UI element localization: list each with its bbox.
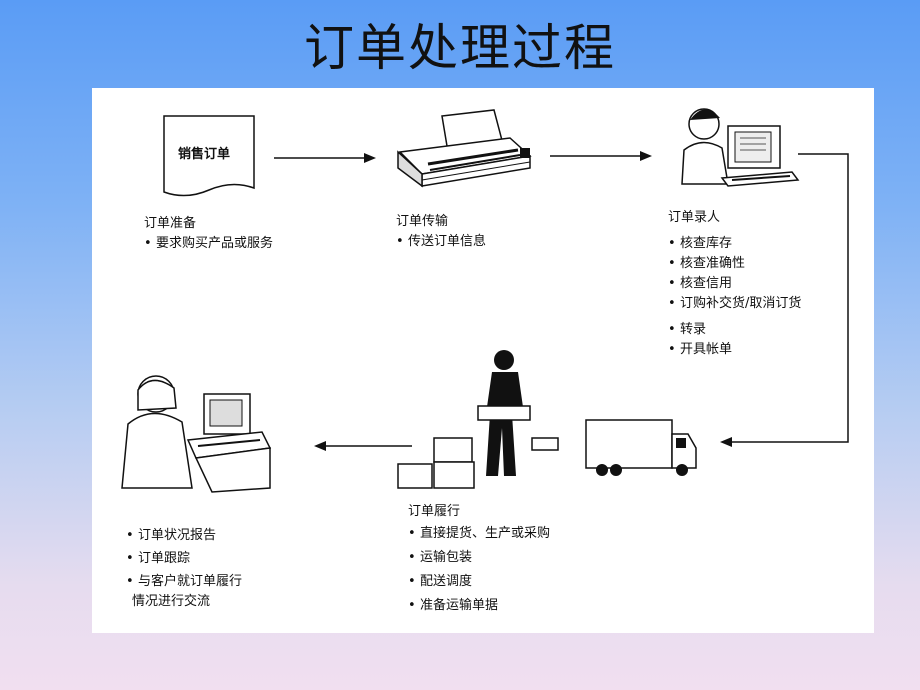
customer-service-agent-icon: [121, 375, 272, 493]
stage-item: 订单跟踪: [126, 549, 242, 569]
stage-item: 配送调度: [408, 572, 550, 592]
stage-order-reporting: 订单状况报告 订单跟踪 与客户就订单履行 情况进行交流: [126, 526, 242, 612]
stage-heading: 订单传输: [396, 214, 449, 229]
stage-heading: 订单录人: [668, 210, 721, 225]
stage-heading: 订单履行: [408, 504, 461, 519]
stage-item: 订单状况报告: [126, 526, 242, 546]
diagram-graphics: [121, 108, 849, 493]
arrow-right-1: [274, 153, 376, 163]
operator-at-computer-icon: [681, 108, 800, 187]
stage-item: 准备运输单据: [408, 596, 550, 616]
stage-item: 要求购买产品或服务: [144, 234, 273, 254]
stage-item: 情况进行交流: [132, 594, 211, 609]
stage-item: 开具帐单: [668, 340, 801, 360]
sales-order-label: 销售订单: [178, 147, 231, 162]
stage-order-entry: 订单录人 核查库存 核查准确性 核查信用 订购补交货/取消订货 转录 开具帐单: [668, 208, 801, 360]
stage-order-fulfillment: 订单履行 直接提货、生产或采购 运输包装 配送调度 准备运输单据: [408, 502, 550, 616]
stage-item: 核查库存: [668, 234, 801, 254]
boxes-icon: [397, 437, 475, 489]
stage-item: 运输包装: [408, 548, 550, 568]
stage-order-transmission: 订单传输 传送订单信息: [396, 212, 486, 252]
arrow-left-1: [314, 441, 412, 451]
stage-item: 与客户就订单履行: [126, 572, 242, 592]
truck-icon: [585, 419, 697, 476]
stage-order-preparation: 订单准备 要求购买产品或服务: [144, 214, 273, 254]
stage-heading: 订单准备: [144, 216, 197, 231]
arrow-down-left: [720, 153, 849, 447]
printer-icon: [397, 109, 532, 188]
stage-item: 传送订单信息: [396, 232, 486, 252]
stage-item: 直接提货、生产或采购: [408, 524, 550, 544]
stage-item: 核查信用: [668, 274, 801, 294]
stage-item: 转录: [668, 320, 801, 340]
sales-order-document-icon: [163, 115, 255, 197]
diagram-panel: 销售订单 订单准备 要求购买产品或服务 订单传输 传送订单信息 订单录人 核查库…: [92, 88, 874, 633]
slide-title: 订单处理过程: [304, 19, 616, 77]
stage-item: 订购补交货/取消订货: [668, 294, 801, 314]
arrow-right-2: [550, 151, 652, 161]
warehouse-worker-icon: [477, 350, 559, 476]
stage-item: 核查准确性: [668, 254, 801, 274]
